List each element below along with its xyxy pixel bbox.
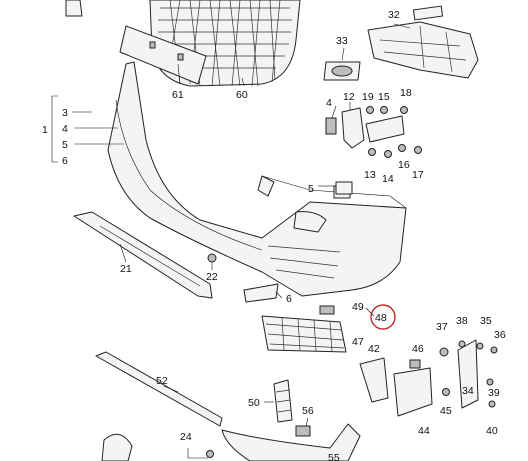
callout-6a: 6 — [62, 155, 68, 167]
callout-56: 56 — [302, 405, 314, 417]
callout-labels: 32 33 61 60 3 1 4 5 6 4 12 19 15 18 16 1… — [42, 9, 506, 461]
bracket-12 — [325, 107, 405, 149]
callout-32: 32 — [388, 9, 400, 21]
callout-19: 19 — [362, 91, 374, 103]
callout-33: 33 — [336, 35, 348, 47]
leader-lines — [51, 23, 411, 459]
callout-50: 50 — [248, 397, 260, 409]
grille-50 — [273, 379, 293, 423]
callout-17: 17 — [412, 169, 424, 181]
callout-4a: 4 — [62, 123, 68, 135]
callout-46: 46 — [412, 343, 424, 355]
lower-grille-insert — [261, 305, 347, 353]
callout-21: 21 — [120, 263, 132, 275]
bumper-cover — [107, 61, 407, 297]
callout-18: 18 — [400, 87, 412, 99]
license-plate-bracket — [119, 25, 207, 85]
spoiler-strip-21 — [73, 211, 213, 299]
callout-40: 40 — [486, 425, 498, 437]
callout-37: 37 — [436, 321, 448, 333]
callout-1: 1 — [42, 124, 48, 136]
callout-15: 15 — [378, 91, 390, 103]
callout-38: 38 — [456, 315, 468, 327]
callout-42: 42 — [368, 343, 380, 355]
callout-4b: 4 — [326, 97, 332, 109]
callout-14: 14 — [382, 173, 394, 185]
callout-47: 47 — [352, 336, 364, 348]
callout-45: 45 — [440, 405, 452, 417]
lower-brackets — [359, 339, 498, 417]
cover-6 — [243, 283, 279, 303]
callout-36: 36 — [494, 329, 506, 341]
callout-35: 35 — [480, 315, 492, 327]
callout-12: 12 — [343, 91, 355, 103]
tow-hook-cover-33 — [323, 61, 361, 81]
spoiler-55 — [221, 423, 361, 461]
callout-52: 52 — [156, 375, 168, 387]
callout-48: 48 — [375, 312, 387, 324]
callout-34: 34 — [462, 385, 474, 397]
clip-22 — [207, 253, 217, 263]
callout-3: 3 — [62, 107, 68, 119]
fasteners-top — [366, 106, 422, 158]
cap-5 — [335, 181, 353, 195]
strip-52 — [95, 351, 223, 427]
callout-5b: 5 — [308, 183, 314, 195]
callout-16: 16 — [398, 159, 410, 171]
callout-55: 55 — [328, 452, 340, 461]
callout-5a: 5 — [62, 139, 68, 151]
callout-39: 39 — [488, 387, 500, 399]
wheel-arch-liner — [101, 433, 133, 461]
air-duct — [367, 5, 479, 79]
callout-24: 24 — [180, 431, 192, 443]
callout-49: 49 — [352, 301, 364, 313]
callout-61: 61 — [172, 89, 184, 101]
callout-13: 13 — [364, 169, 376, 181]
callout-44: 44 — [418, 425, 430, 437]
callout-22: 22 — [206, 271, 218, 283]
callout-6b: 6 — [286, 293, 292, 305]
callout-60: 60 — [236, 89, 248, 101]
highlight-48 — [370, 304, 396, 330]
